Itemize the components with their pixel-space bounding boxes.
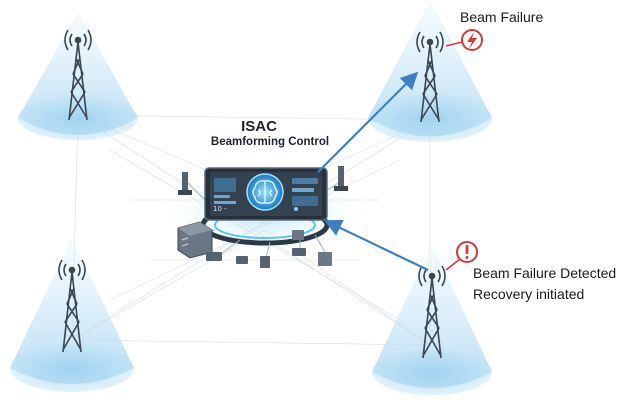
beam-arrow-to-failure (317, 71, 419, 173)
hub-title-line2: Beamforming Control (210, 136, 330, 148)
beam-cone-bottom-right (372, 244, 492, 395)
hub-title-line1: ISAC (241, 118, 277, 135)
beam-failure-label: Beam Failure (460, 9, 544, 25)
exclamation-icon (445, 241, 478, 271)
cell-tower-icon (416, 31, 444, 123)
screen-readout: 10 - (213, 205, 227, 213)
small-antenna-device (178, 172, 192, 195)
beam-cone-top-left (18, 12, 138, 140)
beam-arrow-to-recovery (324, 219, 429, 271)
recovery-initiated-label: Recovery initiated (473, 286, 585, 302)
cell-tower-icon (64, 29, 92, 121)
isac-control-hub (155, 164, 375, 268)
beam-failure-detected-label: Beam Failure Detected (473, 265, 617, 281)
small-antenna-device (334, 166, 348, 191)
brain-icon (252, 180, 278, 204)
small-device (206, 230, 332, 268)
cell-tower-icon (418, 265, 446, 359)
server-device (177, 221, 213, 259)
lightning-icon (445, 29, 483, 51)
beam-cone-top-right (368, 0, 492, 142)
cell-tower-icon (58, 259, 86, 353)
